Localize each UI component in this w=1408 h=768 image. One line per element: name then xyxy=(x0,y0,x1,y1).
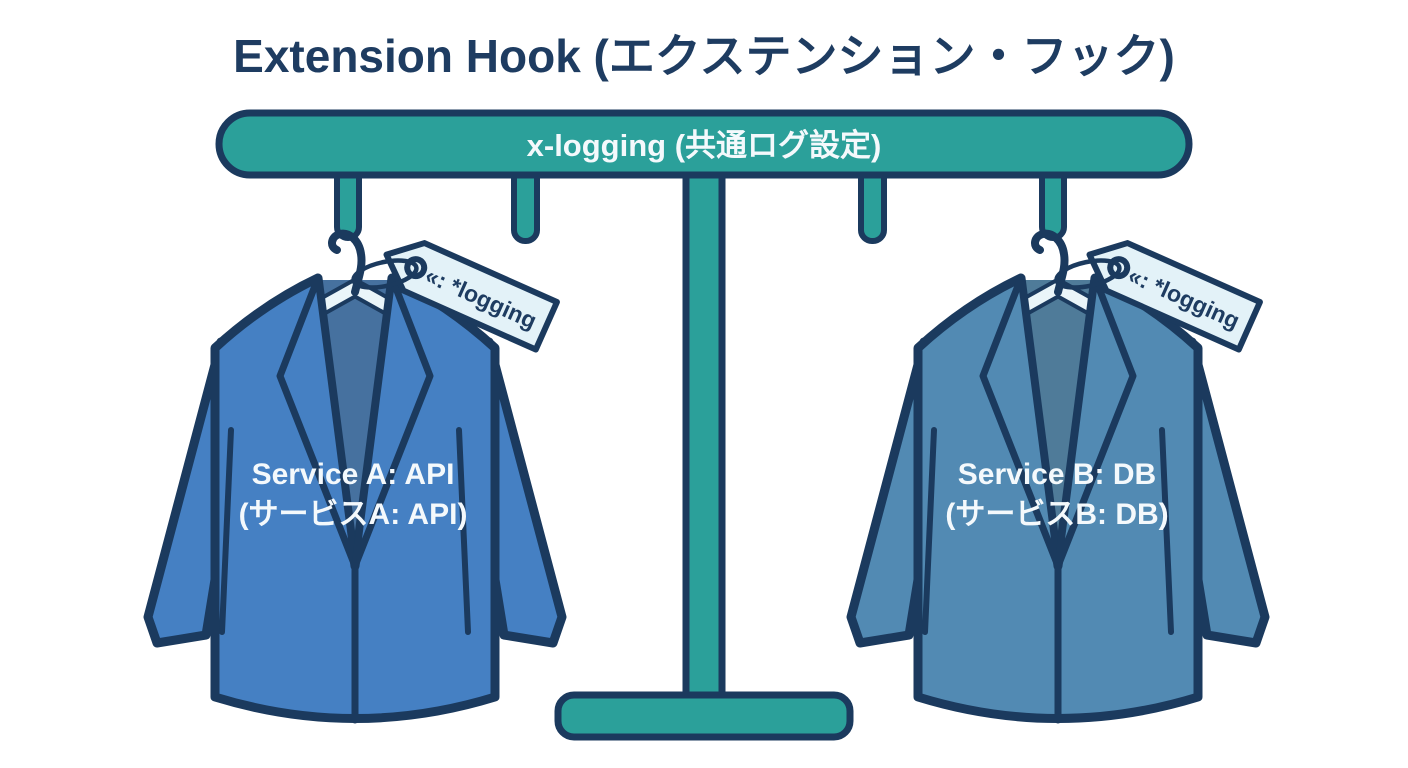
rack-base xyxy=(554,691,854,741)
rack-bar-label: x-logging (共通ログ設定) xyxy=(527,128,882,163)
page-title: Extension Hook (エクステンション・フック) xyxy=(233,30,1175,82)
coat-a-label-line1: Service A: API xyxy=(252,458,455,491)
coat-b-label-line2: (サービスB: DB) xyxy=(945,498,1168,531)
rack-pole xyxy=(682,166,726,706)
coat-service-b: Service B: DB (サービスB: DB) «: *logging xyxy=(851,231,1265,720)
coat-a-label-line2: (サービスA: API) xyxy=(239,498,468,531)
coat-b-label-line1: Service B: DB xyxy=(958,458,1156,491)
coat-service-a: Service A: API (サービスA: API) «: *logging xyxy=(148,231,562,720)
rack-bar xyxy=(215,109,1193,179)
